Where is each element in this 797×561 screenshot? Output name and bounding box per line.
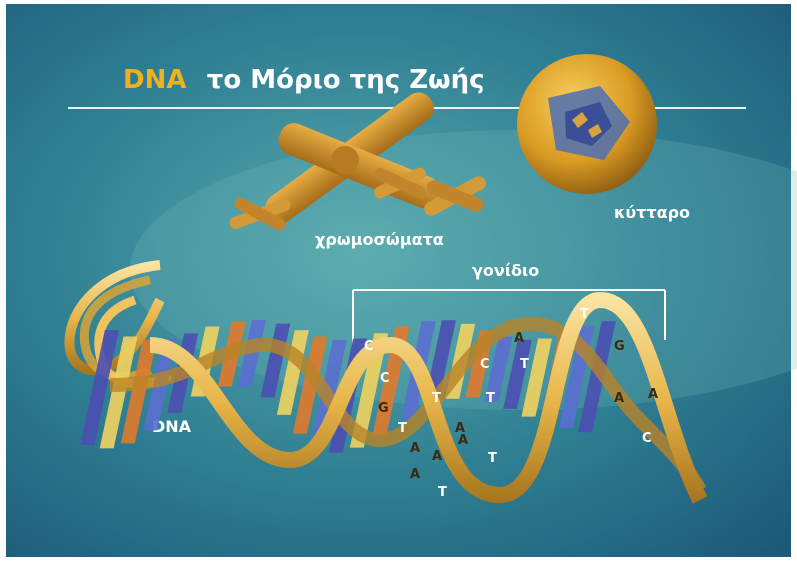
chromosomes-label: χρωμοσώματα bbox=[315, 230, 444, 249]
gene-label: γονίδιο bbox=[472, 261, 539, 280]
base-letter: A bbox=[514, 331, 524, 346]
base-letter: T bbox=[580, 307, 589, 322]
base-letter: A bbox=[432, 449, 442, 464]
base-letter: T bbox=[488, 451, 497, 466]
title: DNA το Μόριο της Ζωής bbox=[123, 65, 485, 95]
base-letter: T bbox=[398, 421, 407, 436]
base-letter: C bbox=[380, 371, 390, 386]
title-rest: το Μόριο της Ζωής bbox=[207, 65, 485, 95]
base-letter: A bbox=[614, 391, 624, 406]
base-letter: C bbox=[364, 339, 374, 354]
cell-illustration bbox=[517, 54, 657, 194]
base-letter: A bbox=[410, 467, 420, 482]
base-letter: A bbox=[648, 387, 658, 402]
title-dna-word: DNA bbox=[123, 65, 186, 95]
base-letter: C bbox=[480, 357, 490, 372]
base-letter: C bbox=[642, 431, 652, 446]
base-letter: A bbox=[410, 441, 420, 456]
base-letter: T bbox=[486, 391, 495, 406]
base-letter: G bbox=[614, 339, 625, 354]
base-letter: A bbox=[458, 433, 468, 448]
base-letter: T bbox=[438, 485, 447, 500]
base-letter: T bbox=[432, 391, 441, 406]
base-letter: G bbox=[378, 401, 389, 416]
base-letter: T bbox=[520, 357, 529, 372]
cell-label: κύτταρο bbox=[614, 203, 690, 222]
